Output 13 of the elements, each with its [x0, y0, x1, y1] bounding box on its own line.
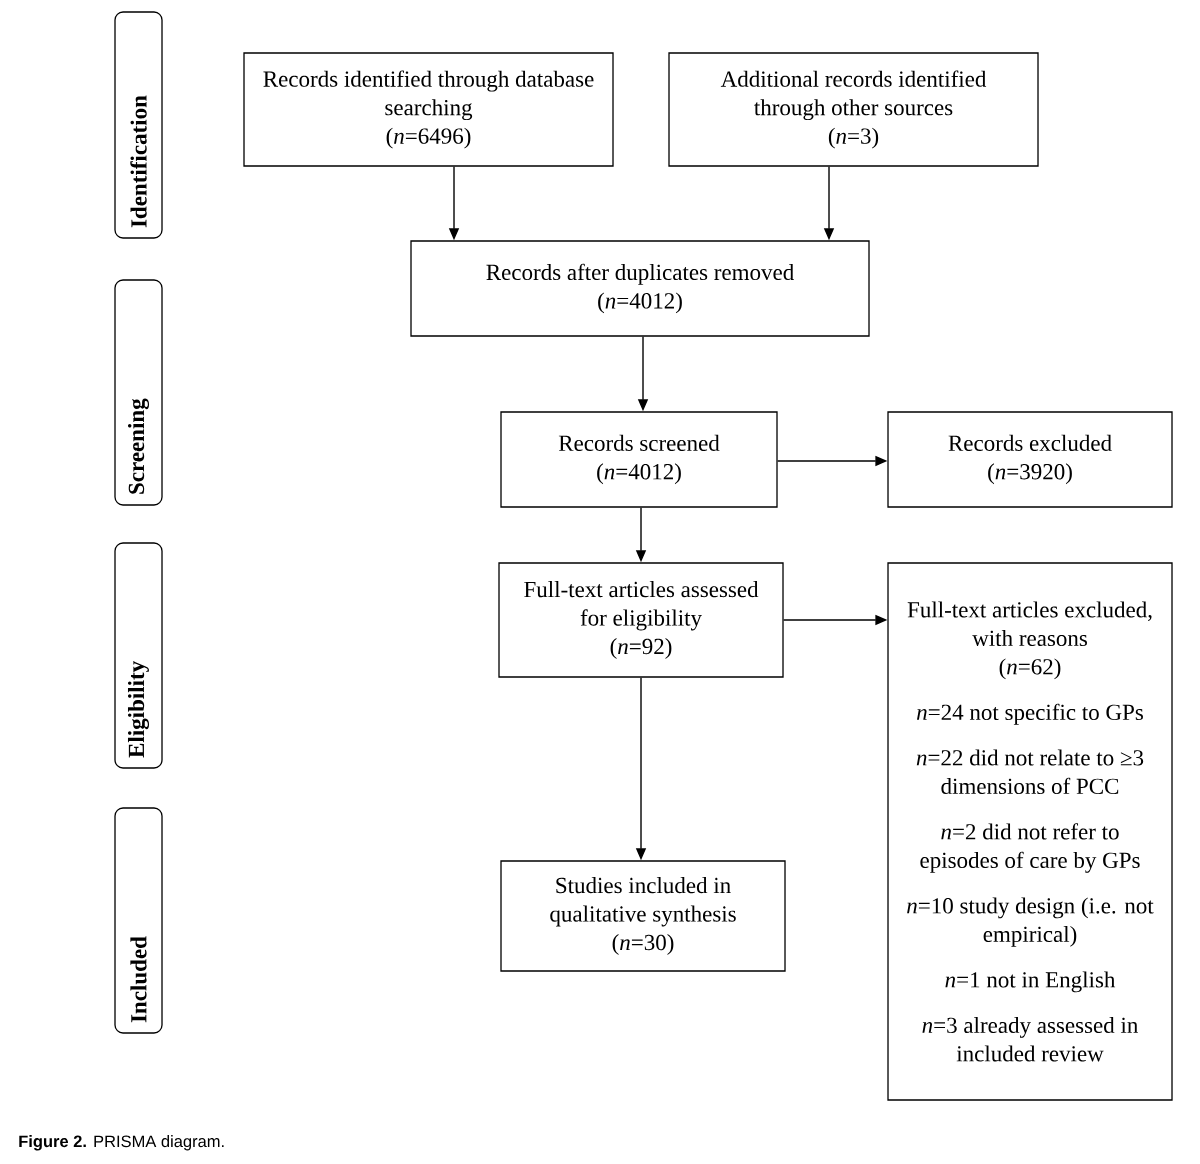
stage-label-box: Eligibility	[114, 542, 163, 769]
process-box: Records screened (n=4012)	[500, 411, 778, 508]
process-box: Records excluded (n=3920)	[887, 411, 1173, 508]
stage-label-box: Screening	[114, 279, 163, 506]
process-box: Records after duplicates removed (n=4012)	[410, 240, 870, 337]
caption: Figure 2. PRISMA diagram.	[19, 1135, 224, 1151]
process-box: Records identified through database searching (n=6496)	[243, 52, 614, 167]
stage-label-box: Identification	[114, 11, 163, 239]
process-box: Full-text articles excluded, with reasons (n=62) n=24 not specific to GPs n=22 did not relate to ≥3 dimensions of PCC n=2 did not refer to episodes of care by GPs n=10 study design (i.e. not empirical) n=1 not in English n=3 already assessed in included review	[887, 562, 1173, 1101]
process-box: Additional records identified through other sources (n=3)	[668, 52, 1039, 167]
process-box: Full-text articles assessed for eligibility (n=92)	[498, 562, 784, 678]
process-box: Studies included in qualitative synthesis (n=30)	[500, 860, 786, 972]
stage-label-box: Included	[114, 807, 163, 1034]
